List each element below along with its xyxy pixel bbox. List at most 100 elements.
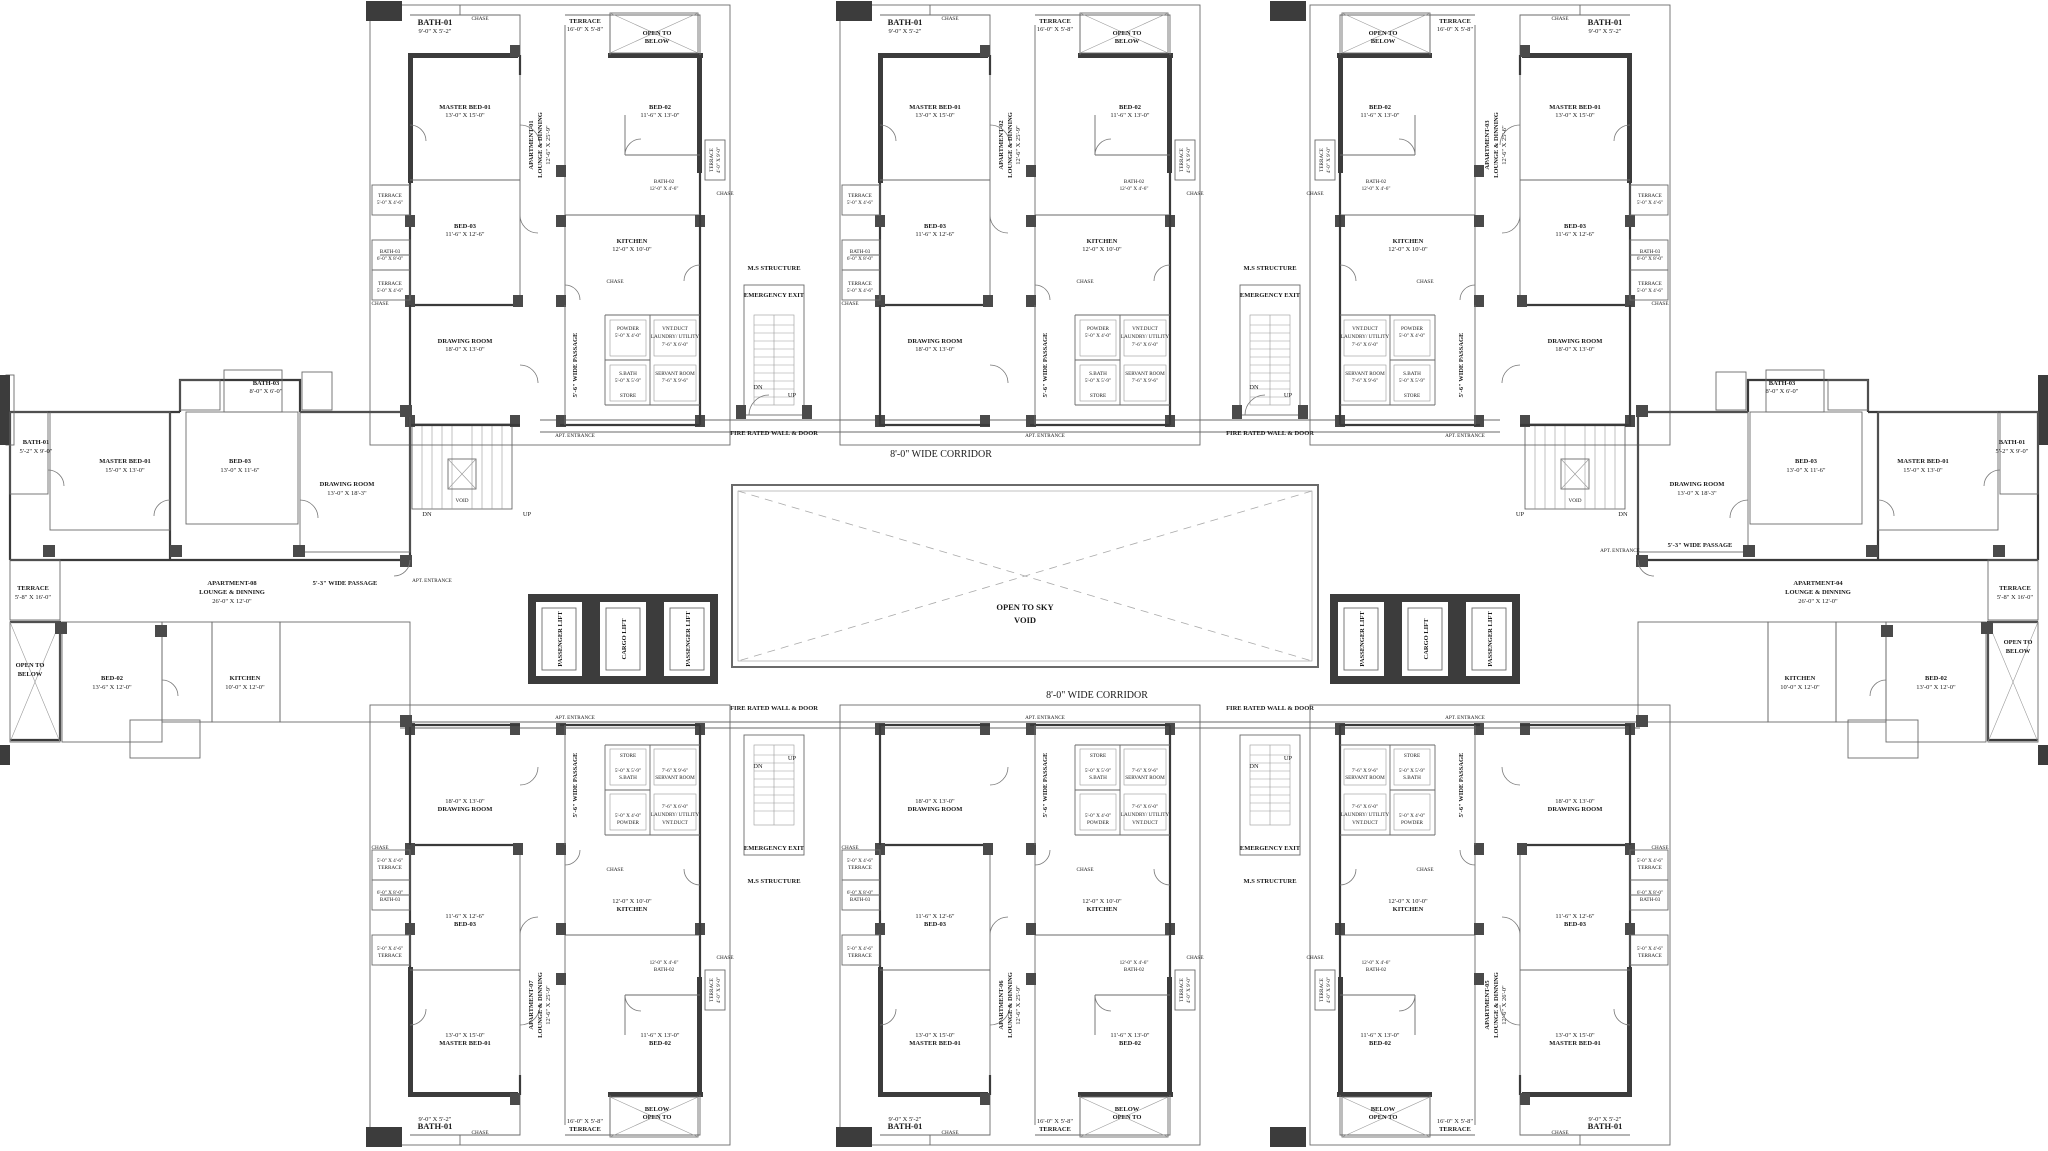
room-size: 12'-0" X 10'-0" <box>1082 246 1122 253</box>
stair-core-ne: EMERGENCY EXIT M.S STRUCTURE FIRE RATED … <box>1226 265 1314 437</box>
room-size: 6'-0" X 8'-0" <box>847 890 873 896</box>
room-size: 9'-0" X 5'-2" <box>419 1116 452 1123</box>
chase-label: CHASE <box>1551 1130 1568 1136</box>
apartment-name: APARTMENT-02 <box>998 120 1005 169</box>
room-label: VNT.DUCT <box>662 820 689 826</box>
emergency-exit-label: EMERGENCY EXIT <box>1240 845 1301 852</box>
room-size: 15'-0" X 13'-0" <box>105 467 145 474</box>
dn-label: DN <box>753 763 763 770</box>
room-label: SERVANT ROOM <box>1125 371 1165 377</box>
apartment-lounge: LOUNGE & DINNING <box>1493 972 1500 1038</box>
room-label: MASTER BED-01 <box>439 1040 490 1047</box>
room-size: 15'-0" X 13'-0" <box>1903 467 1943 474</box>
room-label: BED-03 <box>1564 223 1587 230</box>
room-size: 5'-0" X 4'-6" <box>847 858 873 864</box>
room-label: BATH-03 <box>850 897 871 903</box>
room-label: TERRACE <box>848 865 872 871</box>
room-size: 5'-0" X 4'-6" <box>847 946 873 952</box>
chase-label: CHASE <box>841 845 858 851</box>
room-label: TERRACE <box>1638 865 1662 871</box>
open-below-label: BELOW <box>645 38 670 45</box>
chase-label: CHASE <box>1306 191 1323 197</box>
apartment-lounge: LOUNGE & DINNING <box>199 589 265 596</box>
room-label: LAUNDRY/ UTILITY <box>1121 334 1170 340</box>
lift-label: CARGO LIFT <box>1423 618 1430 660</box>
room-label: BATH-03 <box>380 897 401 903</box>
room-label: KITCHEN <box>230 675 261 682</box>
open-below-label: OPEN TO <box>1113 30 1142 37</box>
room-label: DRAWING ROOM <box>908 806 963 813</box>
room-label: TERRACE <box>1179 978 1185 1002</box>
room-size: 7'-6" X 9'-6" <box>1352 768 1378 774</box>
apartment-lounge: LOUNGE & DINNING <box>1007 972 1014 1038</box>
room-label: BATH-03 <box>1640 897 1661 903</box>
room-size: 16'-0" X 5'-8" <box>1437 1118 1474 1125</box>
room-size: 18'-0" X 13'-0" <box>915 346 955 353</box>
corridor-label-south: 8'-0" WIDE CORRIDOR <box>1046 690 1148 701</box>
dn-label: DN <box>1618 511 1628 518</box>
window-frame <box>836 1 872 21</box>
open-below-label: BELOW <box>1115 38 1140 45</box>
room-size: 5'-8" X 16'-0" <box>15 594 52 601</box>
room-label: MASTER BED-01 <box>909 1040 960 1047</box>
void-label: VOID <box>1569 498 1582 504</box>
room-label: MASTER BED-01 <box>909 104 960 111</box>
room-size: 9'-0" X 5'-2" <box>419 28 452 35</box>
room-size: 4'-0" X 9'-0" <box>1186 147 1192 173</box>
passage-label: 5'-6" WIDE PASSAGE <box>572 753 579 818</box>
room-label: LAUNDRY/ UTILITY <box>1341 812 1390 818</box>
chase-label: CHASE <box>606 279 623 285</box>
room-size: 16'-0" X 5'-8" <box>567 1118 604 1125</box>
open-below-label: OPEN TO <box>1113 1114 1142 1121</box>
room-label: BED-02 <box>1925 675 1947 682</box>
chase-label: CHASE <box>1651 845 1668 851</box>
open-below-label: BELOW <box>1115 1106 1140 1113</box>
apartment-name: APARTMENT-01 <box>528 120 535 169</box>
room-label: BED-03 <box>924 223 947 230</box>
room-label: TERRACE <box>1439 1126 1471 1133</box>
room-label: DRAWING ROOM <box>438 338 493 345</box>
stair-core-nw: EMERGENCY EXIT M.S STRUCTURE FIRE RATED … <box>730 265 818 437</box>
window-frame <box>366 1 402 21</box>
chase-label: CHASE <box>471 16 488 22</box>
room-size: 16'-0" X 5'-8" <box>567 26 604 33</box>
room-size: 7'-6" X 9'-6" <box>662 378 688 384</box>
room-label: BATH-01 <box>23 439 50 446</box>
room-label: KITCHEN <box>617 238 648 245</box>
dn-label: DN <box>1249 763 1259 770</box>
room-label: BED-02 <box>101 675 123 682</box>
room-size: 5'-0" X 4'-6" <box>1637 946 1663 952</box>
lift-label: PASSENGER LIFT <box>1359 611 1366 667</box>
room-label: BED-03 <box>454 921 477 928</box>
room-label: KITCHEN <box>1087 906 1118 913</box>
apartment-name: APARTMENT-03 <box>1484 120 1491 170</box>
room-label: S.BATH <box>1403 371 1421 377</box>
apartment-08: BATH-01 5'-2" X 9'-0" MASTER BED-01 15'-… <box>0 369 452 765</box>
room-label: SERVANT ROOM <box>1345 371 1385 377</box>
room-size: 7'-6" X 9'-6" <box>1132 378 1158 384</box>
room-size: 12'-0" X 4'-6" <box>1120 186 1149 192</box>
room-label: TERRACE <box>1039 1126 1071 1133</box>
room-label: TERRACE <box>1179 148 1185 172</box>
stair-core-sw: FIRE RATED WALL & DOOR EMERGENCY EXIT M.… <box>730 705 818 885</box>
room-label: KITCHEN <box>617 906 648 913</box>
room-label: KITCHEN <box>1393 238 1424 245</box>
room-label: BED-02 <box>649 104 671 111</box>
room-label: POWDER <box>1401 326 1423 332</box>
room-size: 12'-0" X 4'-6" <box>1362 186 1391 192</box>
passage-label: 5'-3" WIDE PASSAGE <box>313 580 378 587</box>
passage-label: 5'-6" WIDE PASSAGE <box>1042 753 1049 818</box>
room-label: STORE <box>620 753 636 759</box>
room-label: STORE <box>1090 753 1106 759</box>
room-size: 10'-0" X 12'-0" <box>225 684 265 691</box>
room-label: TERRACE <box>378 281 402 287</box>
apartment-lounge-size: 12'-6" X 26'-0" <box>1501 985 1508 1025</box>
room-size: 11'-6" X 12'-6" <box>445 913 485 920</box>
window-frame <box>366 1127 402 1147</box>
ms-structure-label: M.S STRUCTURE <box>747 878 800 885</box>
room-size: 9'-0" X 5'-2" <box>889 28 922 35</box>
room-size: 18'-0" X 13'-0" <box>445 798 485 805</box>
dn-label: DN <box>422 511 432 518</box>
room-size: 16'-0" X 5'-8" <box>1037 1118 1074 1125</box>
